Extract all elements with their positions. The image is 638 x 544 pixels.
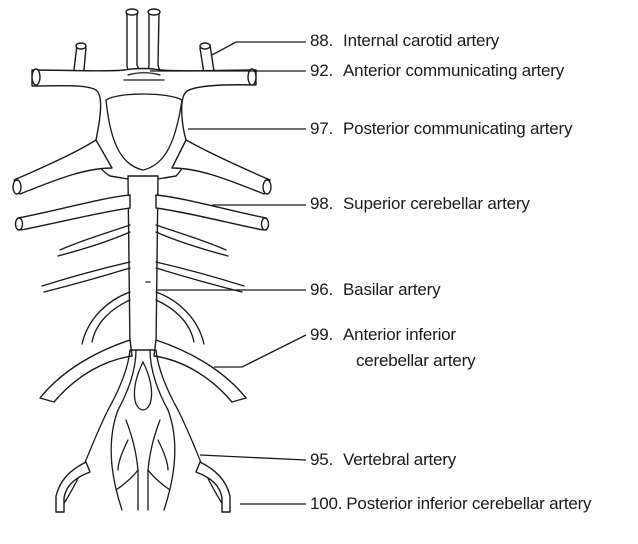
label-text: Posterior inferior cerebellar artery — [346, 494, 591, 513]
label-anterior-communicating: 92. Anterior communicating artery — [310, 61, 564, 81]
label-text: Posterior communicating artery — [343, 119, 572, 138]
label-anterior-inferior-cerebellar: 99. Anterior inferior — [310, 325, 456, 345]
spinal-branches — [111, 410, 175, 510]
label-basilar: 96. Basilar artery — [310, 280, 440, 300]
label-internal-carotid: 88. Internal carotid artery — [310, 31, 499, 51]
label-text: Anterior inferior — [343, 325, 456, 344]
label-text: Superior cerebellar artery — [343, 194, 530, 213]
label-superior-cerebellar: 98. Superior cerebellar artery — [310, 194, 530, 214]
basilar-trunk — [128, 176, 158, 350]
label-number: 96. — [310, 280, 333, 300]
label-text: Basilar artery — [343, 280, 440, 299]
label-number: 99. — [310, 325, 333, 345]
label-number: 88. — [310, 31, 333, 51]
label-number: 98. — [310, 194, 333, 214]
label-posterior-inferior-cerebellar: 100.Posterior inferior cerebellar artery — [310, 494, 591, 514]
label-text: Vertebral artery — [343, 450, 456, 469]
label-anterior-inferior-cerebellar-line2: cerebellar artery — [356, 351, 475, 371]
label-number: 100. — [310, 494, 342, 514]
posterior-inferior-cerebellar-arteries — [56, 462, 230, 512]
label-text: Anterior communicating artery — [343, 61, 564, 80]
label-text: cerebellar artery — [356, 351, 475, 370]
label-text: Internal carotid artery — [343, 31, 499, 50]
label-posterior-communicating: 97. Posterior communicating artery — [310, 119, 572, 139]
label-number: 92. — [310, 61, 333, 81]
label-vertebral: 95. Vertebral artery — [310, 450, 456, 470]
circle-of-willis — [13, 69, 271, 195]
label-number: 97. — [310, 119, 333, 139]
label-number: 95. — [310, 450, 333, 470]
